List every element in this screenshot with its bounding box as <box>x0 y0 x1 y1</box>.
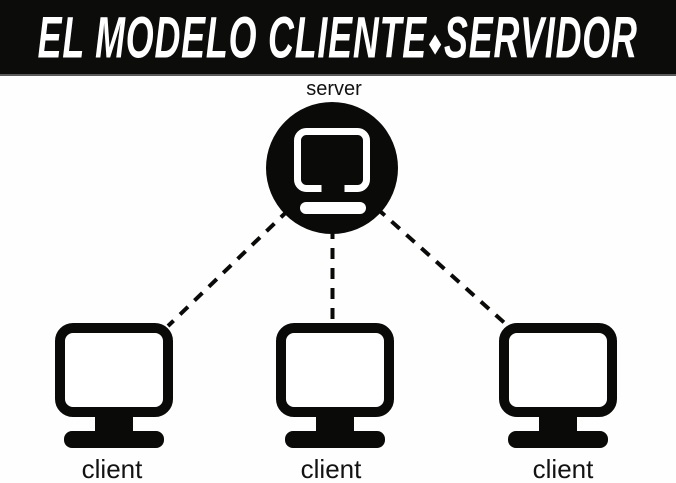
server-node-icon <box>266 102 398 234</box>
client1-monitor-icon <box>60 328 168 448</box>
dashed-connection-line-server-client1 <box>166 166 334 328</box>
title-separator-diamond-icon: ◆ <box>429 30 443 57</box>
client2-label: client <box>300 454 362 483</box>
page-title: EL MODELO CLIENTE◆SERVIDOR <box>38 8 638 67</box>
client3-monitor-icon <box>504 328 612 448</box>
client3-label: client <box>532 454 594 483</box>
client2-monitor-icon <box>281 328 389 448</box>
server-label: server <box>306 78 362 100</box>
server-monitor-icon <box>294 128 370 214</box>
title-banner: EL MODELO CLIENTE◆SERVIDOR <box>0 0 676 76</box>
title-left-text: EL MODELO CLIENTE <box>37 3 428 71</box>
client1-label: client <box>81 454 143 483</box>
title-right-text: SERVIDOR <box>444 3 639 71</box>
diagram-canvas <box>0 102 676 483</box>
client-server-diagram: server client client client <box>0 76 676 483</box>
